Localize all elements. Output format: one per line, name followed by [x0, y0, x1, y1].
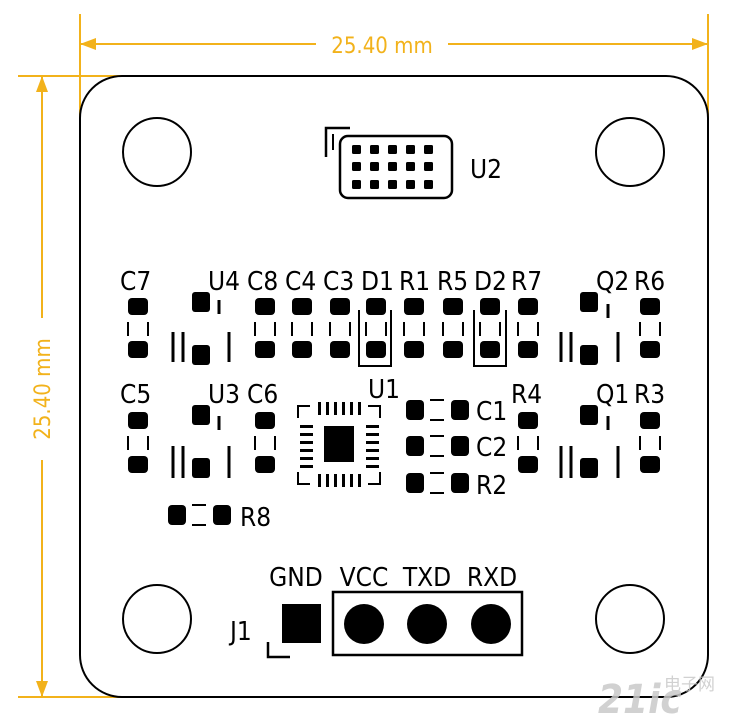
middle-row-components: [127, 405, 661, 478]
mounting-hole-top-right: [595, 117, 665, 187]
label-q1: Q1: [596, 380, 629, 410]
mounting-hole-top-left: [122, 117, 192, 187]
u1-qfn-footprint: [297, 402, 381, 487]
label-d1: D1: [361, 267, 394, 297]
pin-label-txd: TXD: [402, 563, 451, 593]
label-r5: R5: [437, 267, 468, 297]
label-c4: C4: [285, 267, 316, 297]
watermark-logo: 21ic 电子网: [598, 675, 715, 723]
label-r8: R8: [240, 503, 271, 533]
label-u3: U3: [208, 380, 240, 410]
j1-pin-2-pad: [344, 604, 384, 644]
dimension-lines: [18, 14, 709, 698]
mounting-hole-bottom-right: [595, 584, 665, 654]
label-u4: U4: [208, 267, 240, 297]
label-r2: R2: [476, 471, 507, 501]
label-c5: C5: [120, 380, 151, 410]
mounting-holes: [122, 117, 665, 654]
j1-pin-4-pad: [471, 604, 511, 644]
label-q2: Q2: [596, 267, 629, 297]
height-dimension-label: 25.40 mm: [31, 338, 56, 440]
u2-footprint: [324, 126, 454, 200]
label-r7: R7: [511, 267, 542, 297]
top-row-components: [127, 292, 661, 367]
label-u1: U1: [368, 375, 400, 405]
label-c3: C3: [323, 267, 354, 297]
label-d2: D2: [474, 267, 507, 297]
pin-label-vcc: VCC: [340, 563, 389, 593]
label-c7: C7: [120, 267, 151, 297]
label-r1: R1: [399, 267, 430, 297]
j1-pin-1-square-pad: [282, 604, 321, 643]
width-dimension-label: 25.40 mm: [331, 34, 433, 59]
watermark-text: 21ic: [598, 677, 682, 720]
label-r3: R3: [634, 380, 665, 410]
j1-footprint: [266, 590, 524, 659]
pin-label-rxd: RXD: [467, 563, 517, 593]
board-outline: [79, 75, 709, 698]
label-r6: R6: [634, 267, 665, 297]
label-c6: C6: [247, 380, 278, 410]
label-r4: R4: [511, 380, 542, 410]
label-c8: C8: [247, 267, 278, 297]
mounting-hole-bottom-left: [122, 584, 192, 654]
label-u2: U2: [470, 155, 502, 185]
watermark-subtext: 电子网: [664, 675, 715, 695]
horizontal-passives: [168, 399, 469, 526]
label-j1: J1: [228, 617, 252, 647]
label-c2: C2: [476, 433, 507, 463]
pin-label-gnd: GND: [269, 563, 323, 593]
j1-pin-3-pad: [407, 604, 447, 644]
label-c1: C1: [476, 397, 507, 427]
